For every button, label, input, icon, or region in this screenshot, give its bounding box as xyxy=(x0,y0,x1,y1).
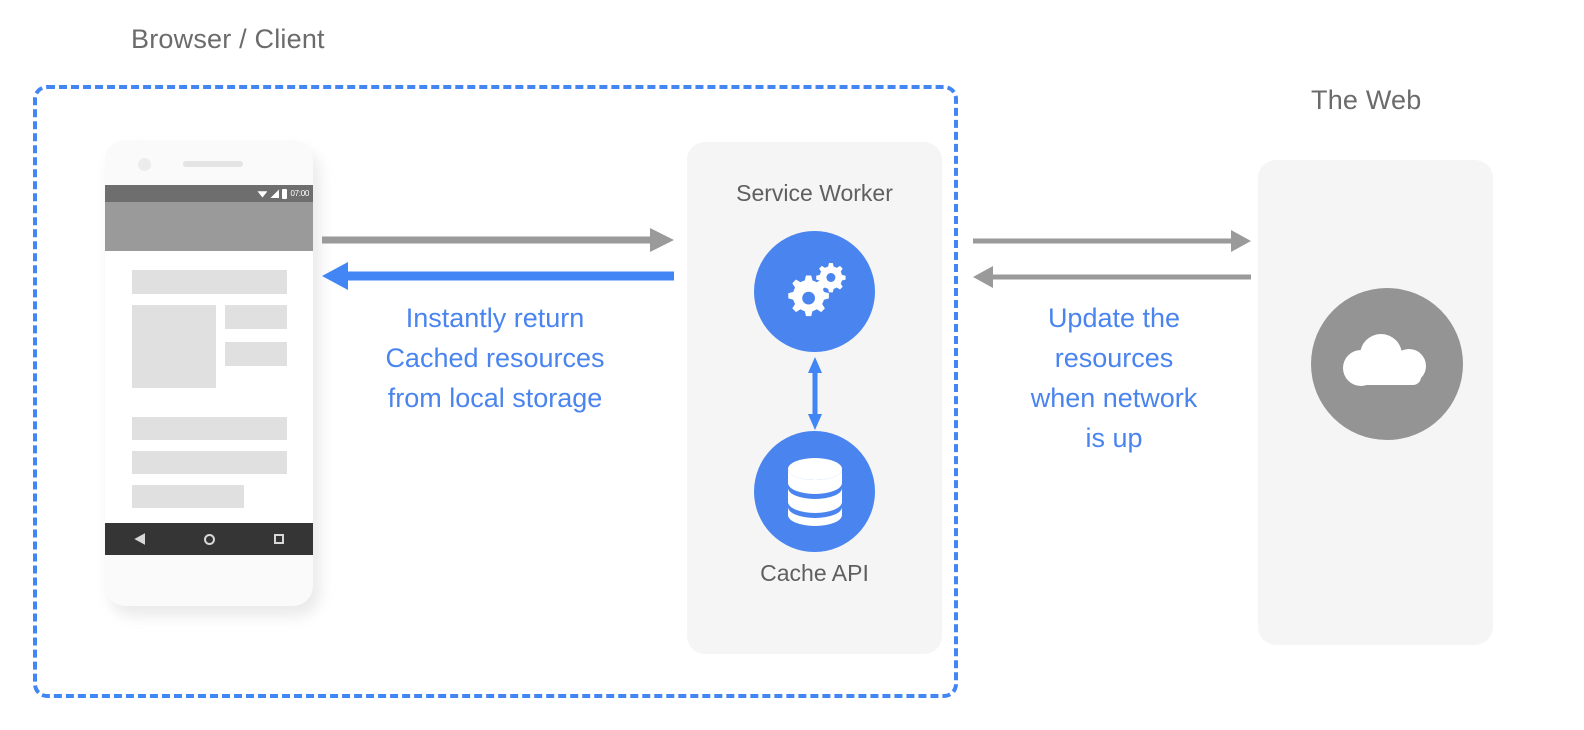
phone-speaker xyxy=(183,161,243,167)
recents-icon[interactable] xyxy=(273,534,284,544)
phone-nav-bar xyxy=(105,523,313,555)
gears-icon xyxy=(787,262,846,316)
wifi-icon xyxy=(257,191,268,198)
signal-icon xyxy=(270,189,280,198)
wireframe-block xyxy=(225,305,287,329)
wireframe-block xyxy=(132,305,216,388)
client-boundary xyxy=(33,85,958,698)
service-worker-icon-circle xyxy=(754,231,875,352)
arrow-service-worker-cache-bidirectional xyxy=(808,357,822,430)
service-worker-title: Service Worker xyxy=(736,180,893,206)
arrow-client-to-service-worker xyxy=(322,228,674,252)
the-web-label: The Web xyxy=(1311,85,1422,115)
arrow-service-worker-to-web xyxy=(973,230,1251,252)
phone-screen: 07:00 xyxy=(105,185,313,555)
wireframe-block xyxy=(132,270,287,294)
browser-client-label: Browser / Client xyxy=(131,24,325,54)
phone-app-bar xyxy=(105,202,313,251)
battery-icon xyxy=(282,188,288,199)
wireframe-block xyxy=(132,485,244,508)
arrow-service-worker-to-client xyxy=(322,262,674,290)
wireframe-block xyxy=(225,342,287,366)
back-icon[interactable] xyxy=(134,533,146,545)
arrow-web-to-service-worker xyxy=(973,266,1251,288)
service-worker-panel: Service Worker xyxy=(687,142,942,654)
cache-api-icon-circle xyxy=(754,431,875,552)
phone-camera-icon xyxy=(138,158,151,171)
caption-cached-response: Instantly return Cached resources from l… xyxy=(385,303,605,413)
cache-api-title: Cache API xyxy=(760,560,869,586)
web-icon-circle xyxy=(1311,288,1463,440)
caption-network-update: Update the resources when network is up xyxy=(1030,303,1198,453)
home-icon[interactable] xyxy=(203,533,215,545)
database-icon xyxy=(787,457,842,526)
cloud-icon xyxy=(1343,334,1426,386)
the-web-panel xyxy=(1258,160,1493,645)
phone-status-bar: 07:00 xyxy=(105,185,313,202)
phone-mockup: 07:00 xyxy=(100,140,322,620)
wireframe-block xyxy=(132,417,287,440)
status-bar-time: 07:00 xyxy=(290,189,309,198)
wireframe-block xyxy=(132,451,287,474)
